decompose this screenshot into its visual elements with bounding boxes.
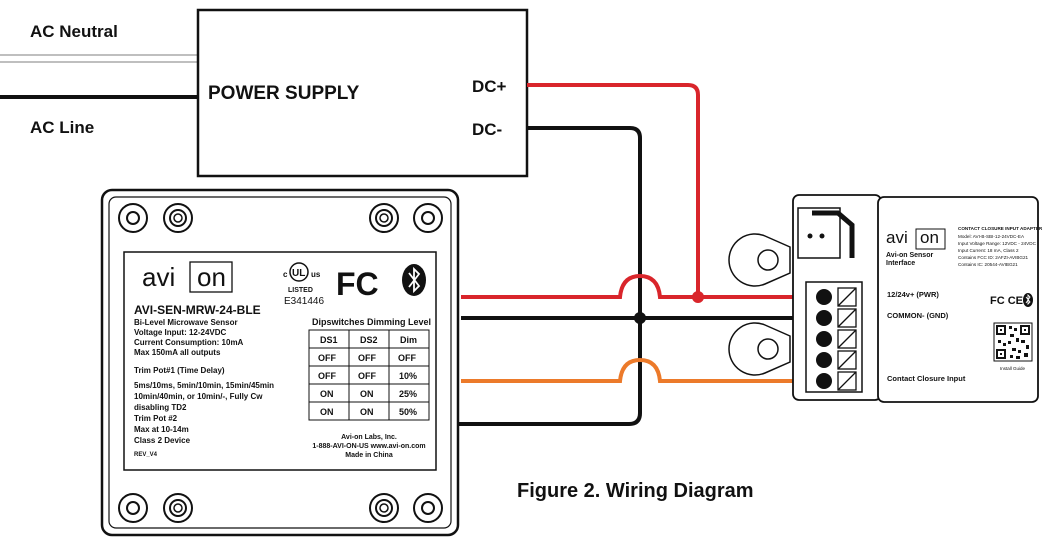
sensor-device: avi on c UL us LISTED E341446 FC AVI-SEN… xyxy=(100,188,460,537)
fc-mark: FC xyxy=(336,266,379,302)
ac-neutral-label: AC Neutral xyxy=(30,22,118,41)
adapter-brand-left: avi xyxy=(886,228,908,247)
adapter-device: avi on CONTACT CLOSURE INPUT ADAPTER Mod… xyxy=(728,194,1043,403)
dip-cell: 10% xyxy=(399,371,417,381)
terminal-hole-icon xyxy=(816,289,832,389)
sensor-trim-5: Trim Pot #2 xyxy=(134,414,178,423)
sensor-spec-1: Bi-Level Microwave Sensor xyxy=(134,318,238,327)
red-junction-dot xyxy=(692,291,704,303)
sensor-trim-7: Class 2 Device xyxy=(134,436,191,445)
dc-minus-wire xyxy=(164,126,642,468)
sensor-rev: REV_V4 xyxy=(134,452,158,458)
sensor-spec-3: Current Consumption: 10mA xyxy=(134,338,244,347)
dc-minus-label: DC- xyxy=(472,120,502,139)
adapter-info-5: Contains IC: 20544-AVIBG21 xyxy=(958,262,1018,267)
black-junction-dot xyxy=(634,312,646,324)
maker-origin: Made in China xyxy=(345,452,393,459)
adapter-title: CONTACT CLOSURE INPUT ADAPTER xyxy=(958,226,1043,231)
dip-cell: ON xyxy=(320,389,334,399)
dip-title: Dipswitches Dimming Level xyxy=(312,317,431,327)
ul-number: E341446 xyxy=(284,296,324,307)
dip-cell: OFF xyxy=(318,371,336,381)
figure-caption: Figure 2. Wiring Diagram xyxy=(517,480,754,502)
sensor-spec-4: Max 150mA all outputs xyxy=(134,348,221,357)
dip-cell: ON xyxy=(320,407,334,417)
dip-cell: ON xyxy=(360,389,374,399)
mounting-screw-icon xyxy=(118,203,443,523)
adapter-iface-1: Avi-on Sensor xyxy=(886,252,933,259)
dc-plus-label: DC+ xyxy=(472,77,507,96)
adapter-brand-right: on xyxy=(920,228,939,247)
maker-name: Avi-on Labs, Inc. xyxy=(341,434,397,441)
qr-code-icon xyxy=(993,322,1033,362)
dip-cell: OFF xyxy=(318,353,336,363)
sensor-red-wire xyxy=(461,273,815,299)
ul-listed: LISTED xyxy=(288,287,313,294)
adapter-contact: Contact Closure Input xyxy=(887,374,966,383)
ul-c: c xyxy=(283,270,288,279)
bluetooth-icon xyxy=(402,264,426,296)
connector-icon xyxy=(797,207,841,259)
ul-mark: UL xyxy=(292,268,305,279)
adapter-iface-2: Interface xyxy=(886,260,915,267)
dip-table xyxy=(308,329,430,421)
sensor-trim-3: 10min/40min, or 10min/-, Fully Cw xyxy=(134,392,263,401)
adapter-info-4: Contains FCC ID: 2AFZI-AVIBG21 xyxy=(958,255,1029,260)
sensor-brand-left: avi xyxy=(142,262,175,292)
sensor-trim-1: Trim Pot#1 (Time Delay) xyxy=(134,366,225,375)
sensor-brand-right: on xyxy=(197,262,226,292)
dip-cell: OFF xyxy=(398,353,416,363)
maker-contact: 1-888-AVI-ON-US www.avi-on.com xyxy=(312,443,425,450)
power-supply-label: POWER SUPPLY xyxy=(208,83,360,104)
ul-us: us xyxy=(311,270,321,279)
dip-header-ds1: DS1 xyxy=(320,335,338,345)
power-supply-box xyxy=(196,8,529,178)
sensor-orange-wire xyxy=(461,357,815,383)
adapter-common: COMMON- (GND) xyxy=(887,311,949,320)
dip-cell: ON xyxy=(360,407,374,417)
dip-cell: 50% xyxy=(399,407,417,417)
terminal-screw-icon xyxy=(837,287,857,391)
ac-neutral-wire xyxy=(0,54,198,63)
adapter-info-1: Model: AVI-B-SBI-12-24VDC-EA xyxy=(958,234,1025,239)
dip-cell: 25% xyxy=(399,389,417,399)
adapter-info-3: Input Current: 18 mA, Class 2 xyxy=(958,248,1019,253)
dip-header-dim: Dim xyxy=(400,335,417,345)
sensor-trim-4: disabling TD2 xyxy=(134,403,187,412)
dip-header-ds2: DS2 xyxy=(360,335,378,345)
sensor-spec-2: Voltage Input: 12-24VDC xyxy=(134,328,227,337)
dc-plus-wire xyxy=(527,83,700,297)
adapter-install: Install Guide xyxy=(1000,366,1026,371)
sensor-model: AVI-SEN-MRW-24-BLE xyxy=(134,303,261,317)
sensor-trim-6: Max at 10-14m xyxy=(134,425,189,434)
dip-cell: OFF xyxy=(358,353,376,363)
dip-cell: OFF xyxy=(358,371,376,381)
adapter-fc-ce: FC CE xyxy=(990,295,1023,307)
ac-line-label: AC Line xyxy=(30,118,94,137)
adapter-pwr: 12/24v+ (PWR) xyxy=(887,290,939,299)
ul-logo-icon xyxy=(289,262,309,282)
bluetooth-icon xyxy=(1023,293,1033,307)
adapter-info-2: Input Voltage Range: 12VDC - 24VDC xyxy=(958,241,1037,246)
sensor-trim-2: 5ms/10ms, 5min/10min, 15min/45min xyxy=(134,381,274,390)
